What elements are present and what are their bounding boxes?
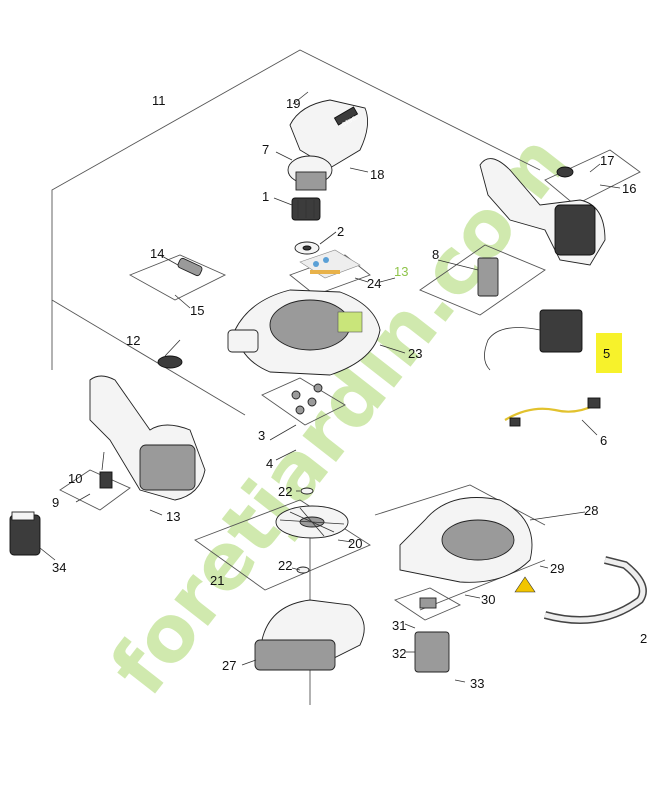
callout-14[interactable]: 14 xyxy=(150,246,164,261)
callout-28[interactable]: 28 xyxy=(584,503,598,518)
group-frame-8 xyxy=(419,244,546,316)
group-frame-3 xyxy=(261,377,346,426)
callout-15[interactable]: 15 xyxy=(190,303,204,318)
callout-6[interactable]: 6 xyxy=(600,433,607,448)
callout-17[interactable]: 17 xyxy=(600,153,614,168)
callout-7[interactable]: 7 xyxy=(262,142,269,157)
grip-ring xyxy=(556,166,574,178)
callout-31[interactable]: 31 xyxy=(392,618,406,633)
washer-upper xyxy=(300,487,314,495)
group-frame-28-29 xyxy=(374,484,546,611)
fan-ring xyxy=(254,599,365,671)
housing-half xyxy=(227,289,381,376)
switch-part xyxy=(177,257,203,277)
callout-9[interactable]: 9 xyxy=(52,495,59,510)
callout-22-upper[interactable]: 22 xyxy=(278,484,292,499)
top-cover: STIHL xyxy=(289,99,369,169)
battery-pack xyxy=(9,511,41,556)
badge-part xyxy=(157,355,183,369)
group-frame-14-15 xyxy=(128,254,227,301)
group-frame-16-17 xyxy=(544,149,641,206)
callout-32[interactable]: 32 xyxy=(392,646,406,661)
control-module xyxy=(484,309,583,371)
group-frame-31 xyxy=(393,587,462,621)
label-sheet xyxy=(299,249,361,279)
callout-2-tube[interactable]: 2 xyxy=(640,631,647,646)
callout-10[interactable]: 10 xyxy=(68,471,82,486)
callout-29[interactable]: 29 xyxy=(550,561,564,576)
callout-12[interactable]: 12 xyxy=(126,333,140,348)
highlight-part-5 xyxy=(596,333,622,373)
callout-30[interactable]: 30 xyxy=(481,592,495,607)
callout-1[interactable]: 1 xyxy=(262,189,269,204)
callout-3[interactable]: 3 xyxy=(258,428,265,443)
leader-lines xyxy=(39,91,621,683)
callout-33[interactable]: 33 xyxy=(470,676,484,691)
bracket-part xyxy=(477,257,499,297)
callout-21[interactable]: 21 xyxy=(210,573,224,588)
assembly-frame-12 xyxy=(51,299,246,416)
group-frame-20-22 xyxy=(194,499,371,591)
callout-2[interactable]: 2 xyxy=(337,224,344,239)
callout-34[interactable]: 34 xyxy=(52,560,66,575)
handle-frame xyxy=(479,158,606,266)
callout-23[interactable]: 23 xyxy=(408,346,422,361)
callout-13-top[interactable]: 13 xyxy=(394,264,408,279)
screw-set xyxy=(291,383,323,415)
callout-24[interactable]: 24 xyxy=(367,276,381,291)
group-frame-9-10 xyxy=(59,469,131,511)
callout-11[interactable]: 11 xyxy=(152,93,166,108)
latch-part xyxy=(419,597,437,609)
callout-18[interactable]: 18 xyxy=(370,167,384,182)
callout-numbers: 19 7 18 1 2 24 13 23 11 14 15 12 3 4 22 … xyxy=(52,93,647,691)
clip-part xyxy=(99,471,113,489)
assembly-frame-11 xyxy=(51,49,541,370)
motor xyxy=(291,197,321,221)
callout-5[interactable]: 5 xyxy=(603,346,610,361)
left-housing xyxy=(89,375,206,501)
nozzle-clip xyxy=(414,631,450,673)
callout-19[interactable]: 19 xyxy=(286,96,300,111)
callout-27[interactable]: 27 xyxy=(222,658,236,673)
callout-8[interactable]: 8 xyxy=(432,247,439,262)
blower-housing xyxy=(399,497,533,583)
motor-bearing xyxy=(294,241,320,255)
motor-cap xyxy=(287,155,333,191)
fan-wheel xyxy=(275,505,349,539)
blower-tube xyxy=(543,556,647,624)
cable-harness xyxy=(504,397,601,427)
warning-label xyxy=(514,576,536,593)
callout-16[interactable]: 16 xyxy=(622,181,636,196)
washer-lower xyxy=(296,566,310,574)
callout-22-lower[interactable]: 22 xyxy=(278,558,292,573)
callout-13[interactable]: 13 xyxy=(166,509,180,524)
callout-4[interactable]: 4 xyxy=(266,456,273,471)
callout-20[interactable]: 20 xyxy=(348,536,362,551)
